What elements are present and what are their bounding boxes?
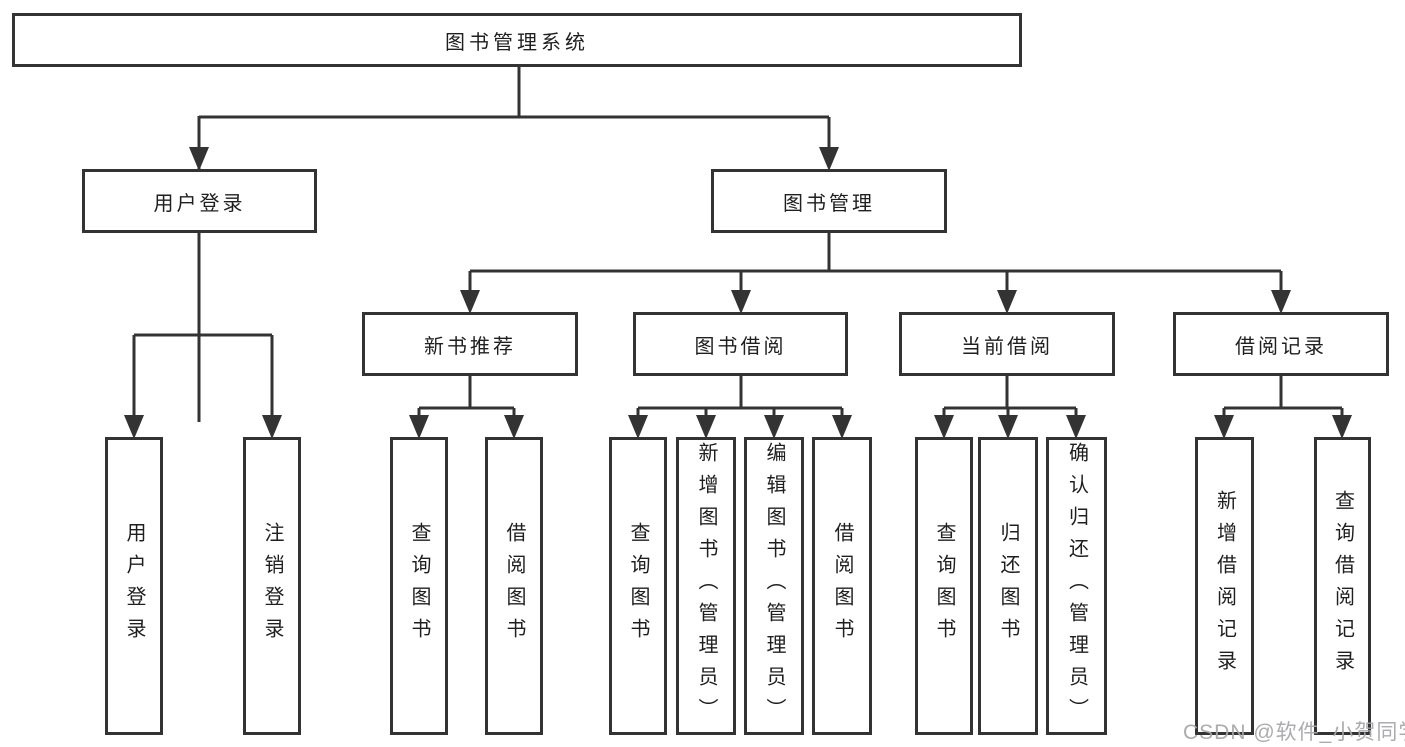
leaf-borrow-books: 借阅图书 <box>812 437 872 735</box>
leaf-add-borrow-record: 新增借阅记录 <box>1195 437 1254 735</box>
node-root: 图书管理系统 <box>12 13 1022 67</box>
leaf-query-books-recommend: 查询图书 <box>390 437 448 735</box>
leaf-add-book-admin: 新增图书（管理员） <box>676 437 736 735</box>
leaf-borrow-books-recommend: 借阅图书 <box>485 437 543 735</box>
node-user-login: 用户登录 <box>82 169 317 233</box>
arrowheads <box>124 147 1352 439</box>
leaf-confirm-return-admin: 确认归还（管理员） <box>1046 437 1107 735</box>
leaf-query-books-borrow: 查询图书 <box>609 437 667 735</box>
leaf-logout: 注销登录 <box>243 437 301 735</box>
node-book-management: 图书管理 <box>711 169 947 233</box>
node-current-borrow: 当前借阅 <box>899 312 1115 376</box>
node-new-book-recommend: 新书推荐 <box>362 312 578 376</box>
leaf-user-login: 用户登录 <box>105 437 163 735</box>
leaf-return-book: 归还图书 <box>978 437 1038 735</box>
node-book-borrow: 图书借阅 <box>633 312 848 376</box>
leaf-query-books-current: 查询图书 <box>915 437 973 735</box>
leaf-edit-book-admin: 编辑图书（管理员） <box>744 437 804 735</box>
leaf-query-borrow-record: 查询借阅记录 <box>1314 437 1371 735</box>
node-borrow-records: 借阅记录 <box>1173 312 1389 376</box>
csdn-watermark: CSDN @软件_小贺同学 <box>1183 721 1405 744</box>
